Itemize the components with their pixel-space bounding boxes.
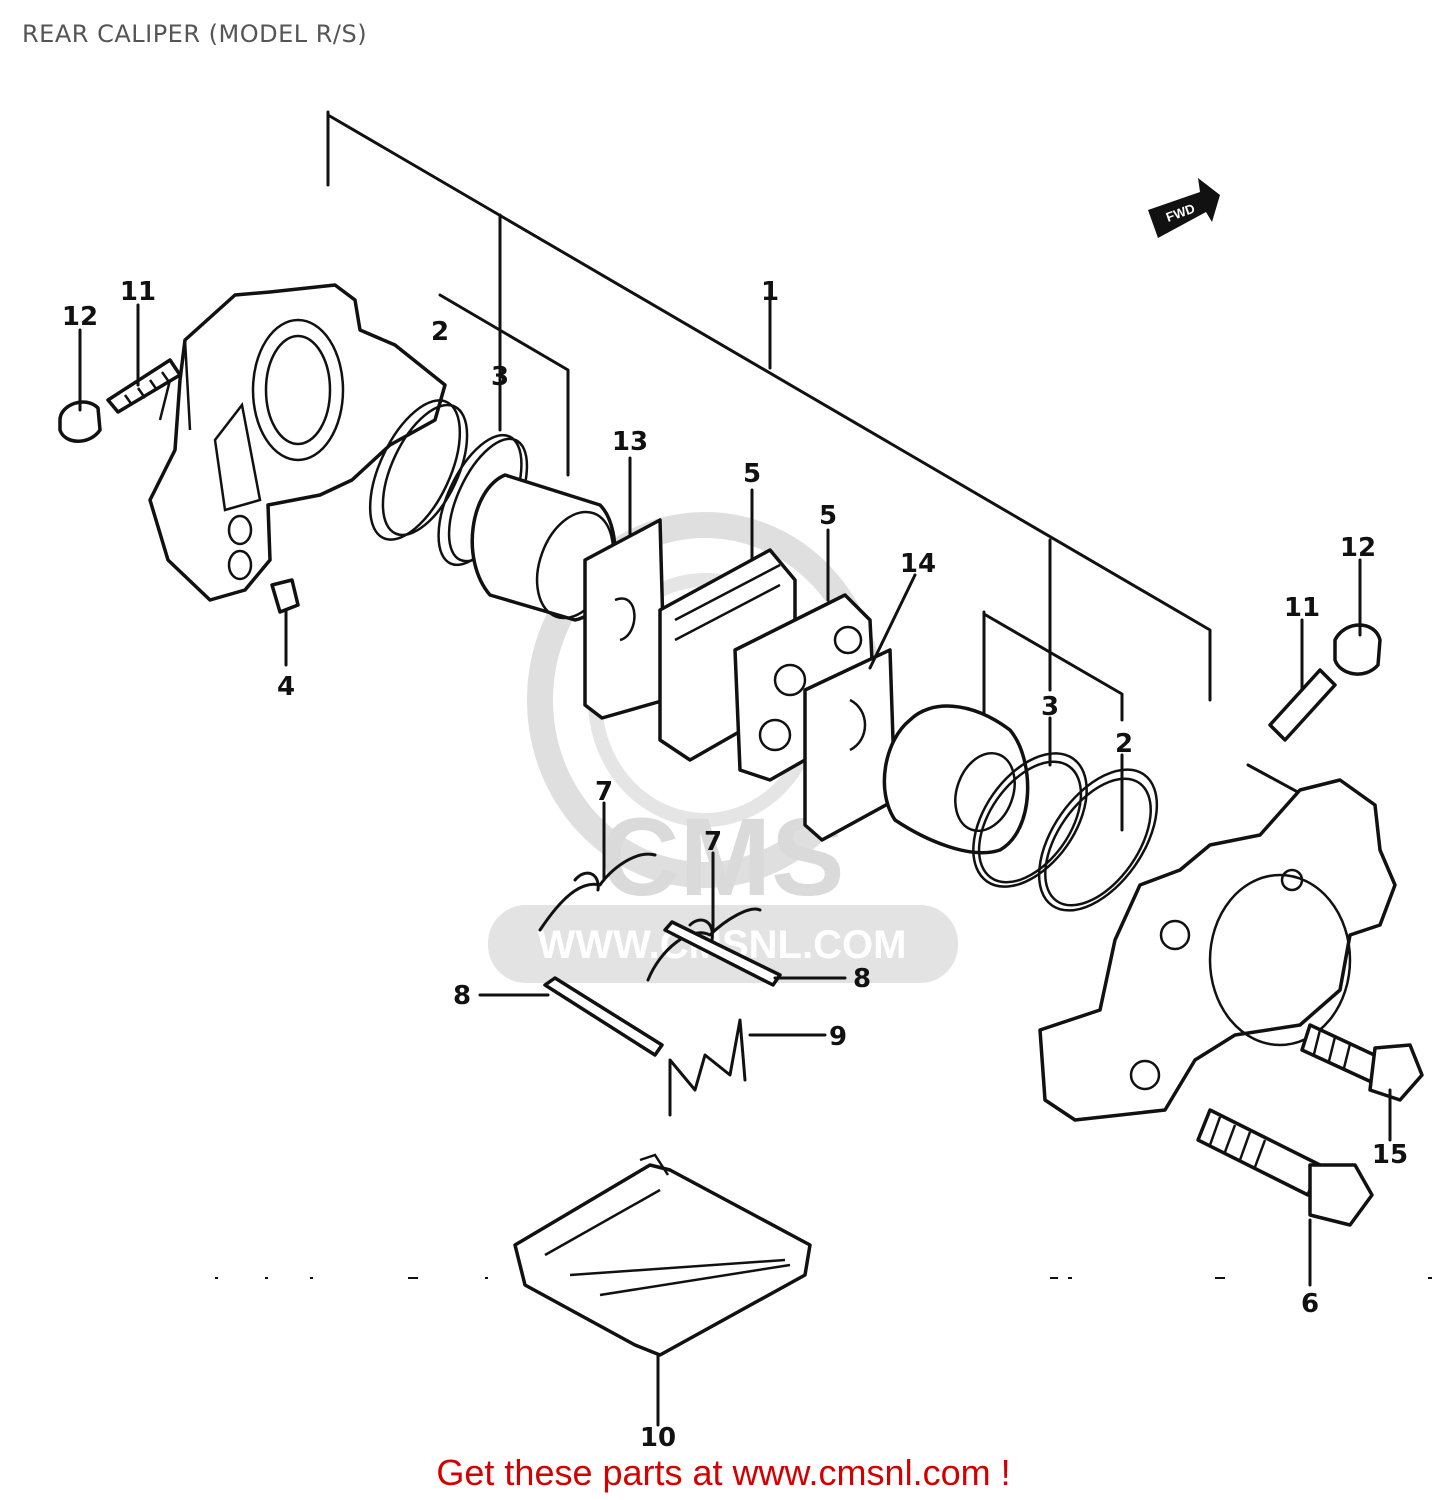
caliper-body-right (1038, 778, 1397, 1122)
callout-4: 4 (277, 672, 295, 702)
anti-rattle-spring-9 (668, 1018, 747, 1117)
callout-10: 10 (640, 1423, 676, 1450)
watermark: CMS WWW.CMSNL.COM (488, 512, 958, 983)
callout-3-left: 3 (491, 362, 509, 392)
callout-7b: 7 (704, 827, 722, 857)
callout-12-left: 12 (62, 302, 98, 332)
callout-5a: 5 (743, 459, 761, 489)
callout-11-left: 11 (120, 277, 156, 307)
caliper-body-left (148, 283, 447, 602)
callout-15: 15 (1372, 1140, 1408, 1170)
callout-14: 14 (900, 549, 936, 579)
pad-spring-7a (538, 852, 657, 932)
bleeder-screw-left (106, 358, 182, 414)
leader-lines (78, 303, 1392, 1427)
assembly-bracket-lines (326, 110, 1342, 817)
seal-ring-right-2 (1037, 768, 1159, 912)
bleeder-cap-right (1333, 623, 1382, 676)
footer-link-text[interactable]: Get these parts at www.cmsnl.com ! (436, 1452, 1011, 1493)
callout-8-right: 8 (853, 964, 871, 994)
seal-ring-right-3 (972, 752, 1088, 888)
pad-pin-8a (543, 976, 664, 1057)
callout-1: 1 (761, 277, 779, 307)
shim-13 (583, 518, 667, 720)
bleeder-cap-left (58, 400, 102, 443)
washer-4 (270, 578, 300, 614)
callout-7a: 7 (595, 777, 613, 807)
callout-9: 9 (829, 1022, 847, 1052)
callout-2-left: 2 (431, 317, 449, 347)
parts-diagram: CMS WWW.CMSNL.COM FWD (58, 110, 1432, 1450)
callout-2-right: 2 (1115, 729, 1133, 759)
bolt-6 (1196, 1108, 1374, 1227)
footer-link[interactable]: Get these parts at www.cmsnl.com ! (0, 1452, 1447, 1494)
callout-6: 6 (1301, 1289, 1319, 1319)
fwd-arrow-icon: FWD (1148, 178, 1220, 238)
callout-11-right: 11 (1284, 593, 1320, 623)
callout-3-right: 3 (1041, 692, 1059, 722)
page-title: REAR CALIPER (MODEL R/S) (22, 20, 368, 48)
callout-12-right: 12 (1340, 533, 1376, 563)
callout-13: 13 (612, 427, 648, 457)
piston-left (470, 473, 617, 622)
piston-right (882, 704, 1030, 855)
pad-pin-8b (663, 920, 782, 987)
callout-8-left: 8 (453, 981, 471, 1011)
seal-ring-left-2 (368, 399, 469, 541)
bolt-15 (1300, 1023, 1424, 1102)
callout-5b: 5 (819, 501, 837, 531)
pad-spring-7b (646, 907, 762, 982)
callout-labels: 1 2 2 3 3 4 5 5 6 7 7 8 8 9 10 11 11 12 … (62, 277, 1408, 1450)
pad-cover-10 (513, 1153, 812, 1357)
